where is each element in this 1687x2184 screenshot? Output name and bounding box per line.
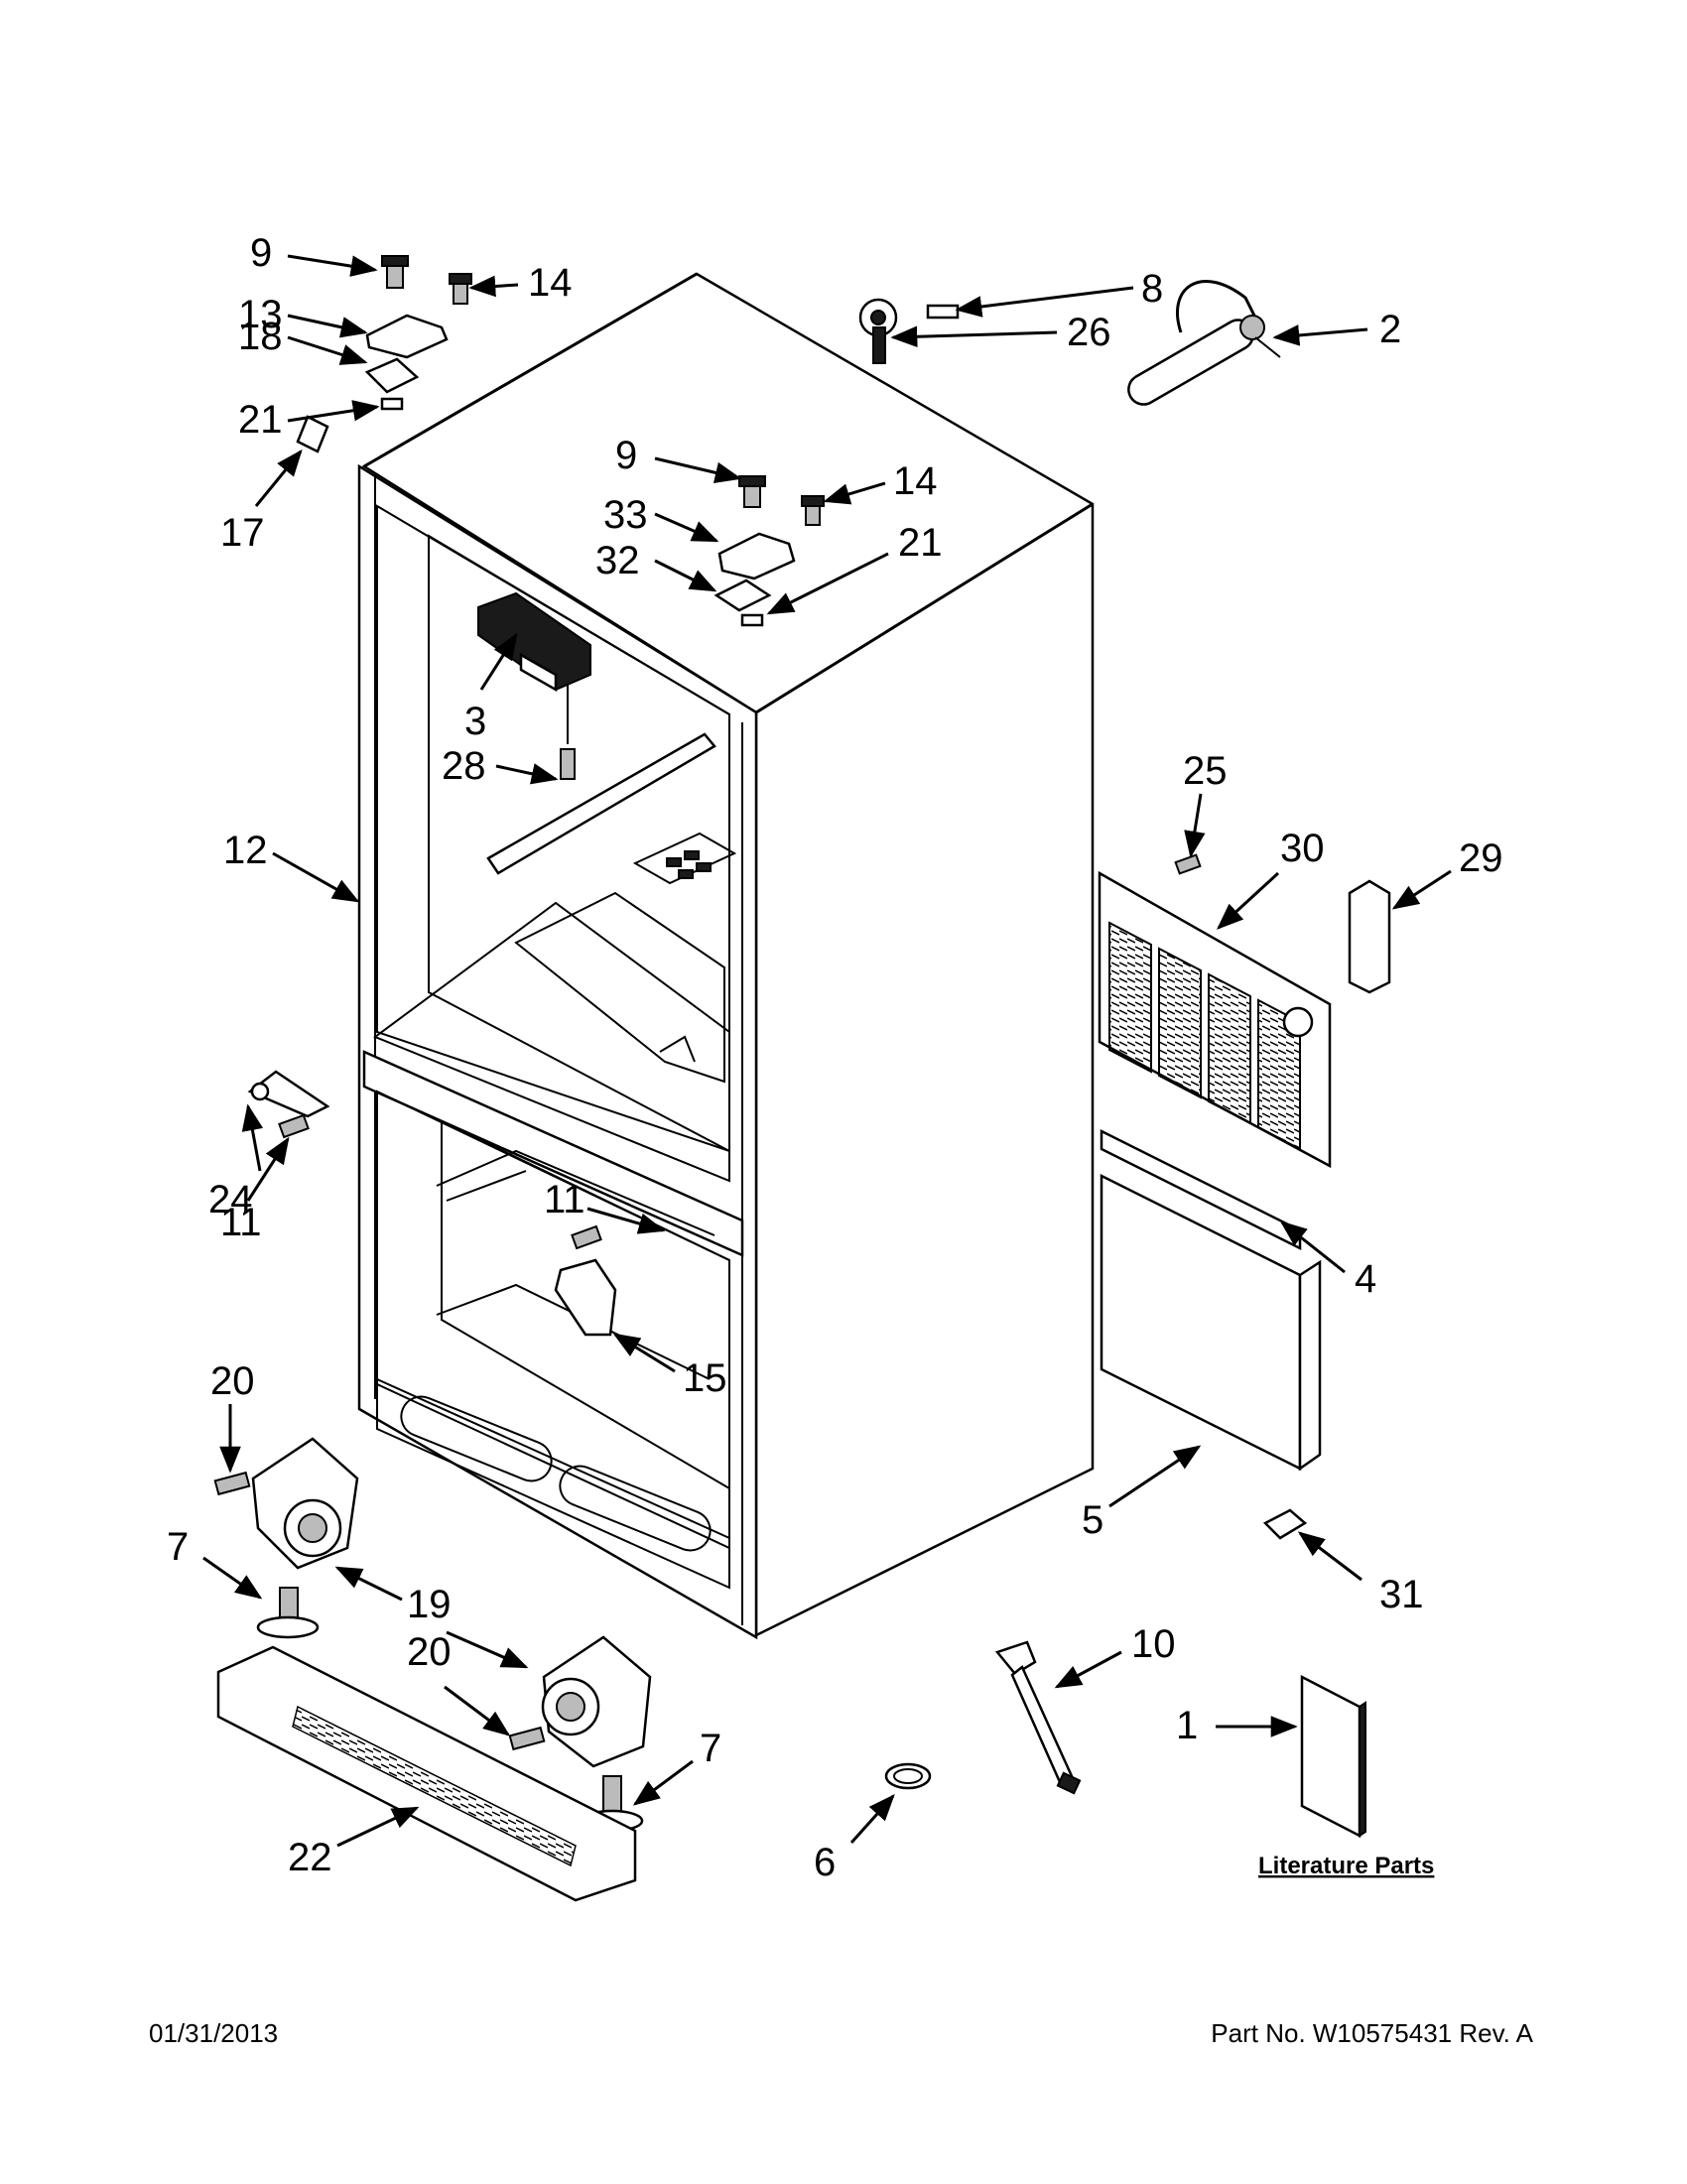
callout-13: 13: [238, 293, 283, 336]
callout-8: 8: [1141, 267, 1163, 311]
wrench-part: [994, 1640, 1082, 1795]
roller-assembly-left: [213, 1437, 359, 1639]
callout-32: 32: [595, 539, 640, 582]
callout-14: 14: [528, 261, 573, 305]
callout-17: 17: [220, 511, 265, 555]
callout-24: 24: [208, 1178, 253, 1221]
leader-lines: [202, 254, 1452, 1848]
callout-31: 31: [1379, 1573, 1424, 1616]
callout-15: 15: [683, 1356, 727, 1400]
clip-part: [1262, 1508, 1308, 1540]
ring-part: [884, 1762, 932, 1790]
rear-access-panel-part: [1098, 853, 1391, 1169]
callout-1: 1: [1176, 1704, 1198, 1747]
footer-date: 01/31/2013: [149, 2018, 278, 2048]
callout-21: 21: [898, 521, 943, 565]
callout-12: 12: [223, 829, 268, 872]
callout-2: 2: [1379, 308, 1401, 351]
callout-21: 21: [238, 398, 283, 442]
callout-25: 25: [1183, 749, 1228, 793]
callout-14: 14: [893, 459, 938, 503]
callout-26: 26: [1067, 311, 1111, 354]
footer-part-number: Part No. W10575431 Rev. A: [1211, 2018, 1533, 2048]
callout-18: 18: [238, 315, 283, 358]
literature-booklet-part: [1300, 1674, 1366, 1839]
roller-assembly-right: [508, 1635, 652, 1833]
callout-29: 29: [1459, 836, 1503, 880]
top-center-hinge-parts: [714, 475, 825, 627]
callout-28: 28: [442, 744, 486, 788]
callout-7: 7: [700, 1727, 721, 1770]
callout-3: 3: [464, 700, 486, 743]
callout-9: 9: [615, 434, 637, 477]
callout-5: 5: [1082, 1498, 1103, 1542]
callout-4: 4: [1355, 1257, 1376, 1301]
callout-11: 11: [220, 1201, 262, 1244]
water-tube-part: [1127, 280, 1281, 406]
air-damper-part: [477, 591, 591, 780]
callout-10: 10: [1131, 1622, 1176, 1666]
callout-7: 7: [167, 1525, 189, 1569]
callout-6: 6: [814, 1841, 836, 1884]
callout-33: 33: [603, 493, 648, 537]
callout-9: 9: [250, 231, 272, 275]
top-hinge-cover-part: [858, 298, 960, 364]
refrigerator-cabinet: [357, 272, 1095, 1640]
callout-labels: 9 14 13 18 21 17 8 26 2 9 14 33 32 21 3 …: [167, 231, 1503, 1884]
top-left-hinge-parts: [296, 255, 472, 453]
callout-30: 30: [1280, 827, 1325, 870]
literature-parts-label: Literature Parts: [1258, 1853, 1434, 1879]
callout-19: 19: [407, 1583, 452, 1626]
callout-20: 20: [407, 1630, 452, 1674]
lower-front-panel-part: [1100, 1128, 1322, 1472]
center-hinge-parts: [247, 1070, 617, 1337]
callout-22: 22: [288, 1836, 332, 1879]
callout-20: 20: [210, 1359, 255, 1403]
callout-11: 11: [544, 1178, 585, 1221]
toe-grille-part: [216, 1645, 637, 1902]
rear-air-vent: [632, 832, 737, 885]
